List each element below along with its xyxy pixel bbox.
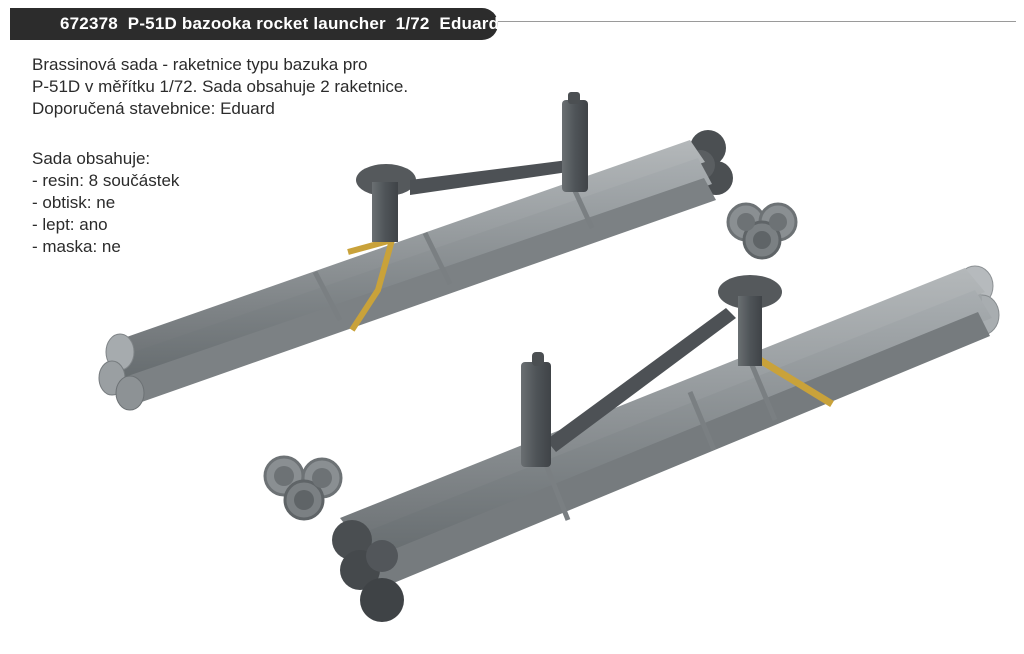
lower-front-post — [521, 362, 551, 467]
upper-brace-arm — [410, 160, 568, 195]
list-item: - obtisk: ne — [32, 193, 116, 212]
kit-contents-list: - resin: 8 součástek - obtisk: ne - lept… — [32, 170, 179, 258]
lower-launcher — [332, 265, 1000, 622]
photo-etch-strap — [347, 235, 397, 332]
spare-tube-end-upper — [726, 202, 798, 260]
lower-mount-plate — [718, 275, 782, 309]
list-item: - maska: ne — [32, 237, 121, 256]
kit-contents-heading: Sada obsahuje: — [32, 149, 151, 168]
lower-clamps — [542, 364, 778, 521]
description: Brassinová sada - raketnice typu bazuka … — [32, 54, 472, 120]
lower-tube — [355, 312, 990, 592]
upper-launcher — [98, 92, 733, 411]
photo-etch-strap — [758, 357, 834, 407]
page-title: 672378 P-51D bazooka rocket launcher 1/7… — [60, 14, 500, 33]
upper-tube — [122, 178, 716, 404]
description-line: Brassinová sada - raketnice typu bazuka … — [32, 55, 368, 74]
lower-mount-post — [738, 296, 762, 366]
lower-tube-openings — [332, 520, 404, 622]
lower-tube — [340, 268, 985, 546]
lower-brace-arm — [546, 308, 736, 452]
upper-mount-post — [372, 182, 398, 242]
title-bar: 672378 P-51D bazooka rocket launcher 1/7… — [10, 8, 500, 40]
list-item: - lept: ano — [32, 215, 108, 234]
upper-tube-openings — [98, 333, 145, 411]
description-line: Doporučená stavebnice: Eduard — [32, 99, 275, 118]
upper-rear-post — [562, 100, 588, 192]
upper-mount-plate — [356, 164, 416, 196]
title-divider — [498, 21, 1016, 22]
list-item: - resin: 8 součástek — [32, 171, 180, 190]
kit-contents: Sada obsahuje: - resin: 8 součástek - ob… — [32, 148, 179, 258]
spare-tube-end-lower — [263, 455, 343, 521]
description-line: P-51D v měřítku 1/72. Sada obsahuje 2 ra… — [32, 77, 409, 96]
lower-tube — [345, 290, 992, 568]
upper-tube — [110, 158, 712, 386]
upper-tube — [118, 140, 705, 362]
